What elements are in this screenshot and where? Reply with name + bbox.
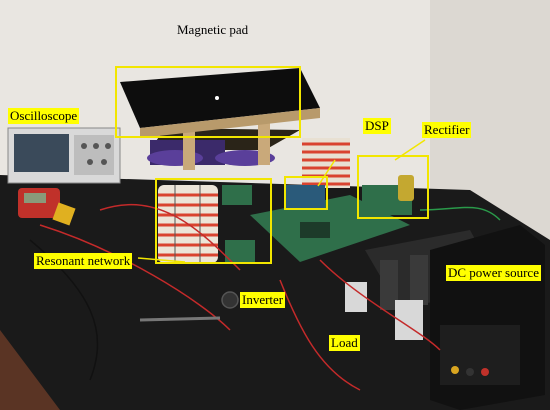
rectifier-device xyxy=(362,175,414,215)
magnetic-pad-box xyxy=(115,66,301,138)
inverter-board xyxy=(225,240,255,262)
magnetic-pad-label: Magnetic pad xyxy=(177,22,249,37)
load-label: Load xyxy=(329,335,360,351)
magnetic-pad-device xyxy=(120,68,320,170)
dsp-label: DSP xyxy=(363,118,391,134)
dc-power-source-label: DC power source xyxy=(446,265,541,281)
dsp-box xyxy=(284,176,328,210)
oscilloscope-device xyxy=(7,127,121,184)
resonant-network-label: Resonant network xyxy=(34,253,133,269)
multimeter xyxy=(18,188,76,226)
rectifier-label: Rectifier xyxy=(422,122,472,138)
resonant-network-box xyxy=(155,178,272,264)
inverter-label: Inverter xyxy=(240,292,286,308)
dsp-board xyxy=(285,185,325,210)
oscilloscope-label: Oscilloscope xyxy=(8,108,80,124)
rectifier-box xyxy=(357,155,429,219)
